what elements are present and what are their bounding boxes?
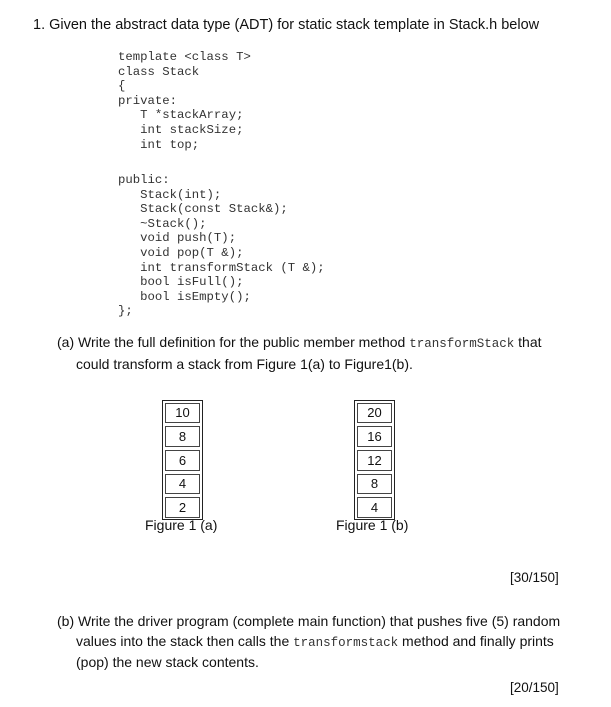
figure-a-caption: Figure 1 (a) (145, 517, 218, 533)
figure-a-cell: 4 (165, 473, 200, 495)
part-b-line-2-pre: values into the stack then calls the (76, 632, 294, 649)
figure-a-cell: 10 (165, 402, 200, 424)
figure-b-cell: 8 (357, 473, 392, 495)
figure-a-cell: 2 (165, 497, 200, 518)
part-a-method-name: transformStack (409, 337, 515, 351)
part-b-line-3: (pop) the new stack contents. (76, 654, 259, 670)
question-heading: 1. Given the abstract data type (ADT) fo… (33, 17, 540, 33)
part-a-line-2: could transform a stack from Figure 1(a)… (76, 355, 413, 372)
part-a-line-1-pre: (a) Write the full definition for the pu… (57, 334, 410, 350)
figure-b-cell: 4 (357, 497, 392, 518)
figure-b-cell: 16 (357, 426, 392, 447)
part-a-text: (a) Write the full definition for the pu… (57, 333, 542, 374)
part-a-line-1: (a) Write the full definition for the pu… (57, 333, 542, 355)
figure-a-stack: 10 8 6 4 2 (162, 400, 203, 521)
code-private-section: template <class T> class Stack { private… (118, 50, 251, 152)
code-public-section: public: Stack(int); Stack(const Stack&);… (118, 173, 325, 319)
part-b-line-2: values into the stack then calls the tra… (57, 632, 560, 654)
part-b-method-name: transformstack (293, 635, 399, 650)
figure-b-cell: 20 (357, 402, 392, 424)
figure-a-cell: 6 (165, 449, 200, 471)
part-b-line-1: (b) Write the driver program (complete m… (57, 613, 561, 629)
figure-b-caption: Figure 1 (b) (336, 517, 409, 533)
part-b-marks: [20/150] (510, 680, 559, 695)
figure-b-cell: 12 (357, 449, 392, 471)
figure-a-cell: 8 (165, 426, 200, 447)
figure-b-stack: 20 16 12 8 4 (354, 400, 395, 521)
part-b-line-2-post: method and finally prints (398, 632, 554, 649)
part-b-text: (b) Write the driver program (complete m… (57, 612, 560, 673)
part-a-marks: [30/150] (510, 570, 559, 585)
part-a-line-1-post: that (514, 334, 542, 350)
